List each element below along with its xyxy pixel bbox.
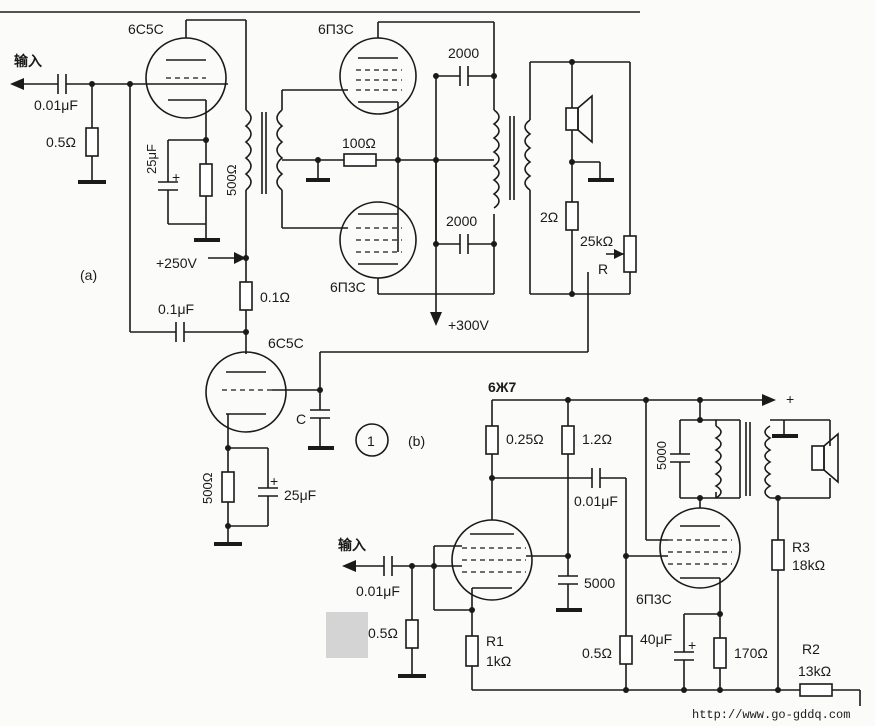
cathode-resistor-a — [194, 140, 220, 242]
speaker-a — [565, 62, 614, 182]
watermark: http://www.go-gddq.com — [692, 708, 850, 722]
pp-tube-label-bottom: 6П3C — [330, 279, 366, 295]
input-cap-label-a: 0.01μF — [34, 97, 78, 113]
output-cathode-capacitor — [674, 614, 694, 690]
primary-cap-label-b: 5000 — [654, 441, 669, 470]
output-cathode-res-label: 170Ω — [734, 645, 768, 661]
pp-tube-label-top: 6П3C — [318, 21, 354, 37]
screen-cap-label-b: 5000 — [584, 575, 615, 591]
r2-resistor — [799, 683, 861, 706]
input-capacitor-b — [383, 556, 462, 576]
pot-label: 25kΩ — [580, 233, 613, 249]
input-arrow-b — [342, 560, 384, 572]
scan-artifact — [326, 612, 368, 658]
grid-res-label-a: 0.5Ω — [46, 134, 76, 150]
figure-number: 1 — [367, 433, 375, 449]
grid-res-label-b: 0.5Ω — [368, 625, 398, 641]
decouple-resistor — [239, 258, 253, 354]
output-tube-label: 6П3C — [636, 591, 672, 607]
r3-value: 18kΩ — [792, 557, 825, 573]
r1-resistor — [465, 588, 479, 690]
input-arrow-a — [10, 78, 58, 90]
b-plus-250-arrow — [234, 252, 246, 264]
plate-res-label-b: 0.25Ω — [506, 431, 544, 447]
speaker-b — [811, 420, 839, 498]
plate-capacitor-top — [436, 66, 494, 86]
screen-capacitor-b — [556, 575, 582, 612]
coupling-cap-label-b: 0.01μF — [574, 493, 618, 509]
circuit-a: 输入 0.01μF 0.5Ω 6C5C — [0, 11, 640, 546]
b-plus-arrow-b — [762, 394, 776, 406]
cathode-res-label-a: 500Ω — [224, 164, 239, 196]
circuit-b: (b) 6Ж7 + 0.25Ω 1.2Ω — [338, 379, 861, 706]
plate-capacitor-bottom — [436, 234, 494, 254]
grid-resistor-a — [78, 84, 106, 184]
r1-name: R1 — [486, 633, 504, 649]
bottom-cathode-res-label: 500Ω — [200, 472, 215, 504]
cap-c-label: C — [296, 411, 306, 427]
b-plus-300-label: +300V — [448, 317, 490, 333]
b-plus-300-arrow — [430, 312, 442, 326]
center-res-label: 100Ω — [342, 135, 376, 151]
output-cathode-resistor — [713, 614, 727, 690]
pot-letter: R — [598, 261, 608, 277]
plate-resistor-b — [485, 400, 499, 520]
output-transformer-a — [492, 109, 532, 209]
input-label-a: 输入 — [14, 53, 42, 69]
cathode-cap-label-a: 25μF — [144, 144, 159, 174]
r2-name: R2 — [802, 641, 820, 657]
output-cathode-cap-label: 40μF — [640, 631, 672, 647]
plus-mark: + — [172, 169, 180, 185]
r2-value: 13kΩ — [798, 663, 831, 679]
b-plus-250-label: +250V — [156, 255, 198, 271]
bottom-cathode-cap-label: 25μF — [284, 487, 316, 503]
output-resistor-a — [565, 162, 579, 294]
figure-number-circle — [355, 423, 389, 457]
pentode-driver — [451, 519, 533, 601]
input-label-b: 输入 — [338, 537, 366, 553]
output-grid-res-label-b: 0.5Ω — [582, 645, 612, 661]
primary-capacitor-b — [670, 420, 690, 498]
label-b: (b) — [408, 433, 425, 449]
triode-bottom — [205, 351, 320, 433]
plus-mark: + — [688, 637, 696, 653]
out-res-label-a: 2Ω — [540, 209, 558, 225]
r1-value: 1kΩ — [486, 653, 511, 669]
output-grid-resistor-b — [619, 635, 633, 690]
bottom-cathode-resistor — [214, 448, 242, 546]
output-transformer-b — [714, 420, 772, 499]
b-plus-sign: + — [786, 391, 794, 407]
feedback-cap-label: 0.1μF — [158, 301, 194, 317]
plus-mark: + — [270, 473, 278, 489]
driver-tube-label: 6Ж7 — [488, 379, 516, 395]
cap-label-top: 2000 — [448, 45, 479, 61]
interstage-transformer — [244, 109, 284, 194]
pentode-bottom — [339, 201, 417, 294]
pentode-output — [659, 507, 741, 589]
tube-label-bottom: 6C5C — [268, 335, 304, 351]
bottom-cathode-capacitor — [228, 448, 278, 527]
cap-label-bottom: 2000 — [446, 213, 477, 229]
input-cap-label-b: 0.01μF — [356, 583, 400, 599]
r3-resistor — [771, 498, 785, 690]
center-resistor — [318, 153, 398, 167]
input-capacitor-a — [57, 74, 228, 94]
tube-label-top: 6C5C — [128, 21, 164, 37]
screen-res-label-b: 1.2Ω — [582, 431, 612, 447]
cathode-capacitor-a — [158, 140, 206, 225]
feedback-capacitor — [129, 84, 246, 342]
r3-name: R3 — [792, 539, 810, 555]
decouple-res-label: 0.1Ω — [260, 289, 290, 305]
potentiometer — [587, 62, 637, 352]
label-a: (a) — [80, 267, 97, 283]
triode-top — [145, 20, 227, 119]
grid-resistor-b — [398, 566, 426, 678]
capacitor-c — [308, 409, 334, 450]
pentode-top — [339, 22, 417, 115]
screen-resistor-b — [561, 400, 575, 576]
